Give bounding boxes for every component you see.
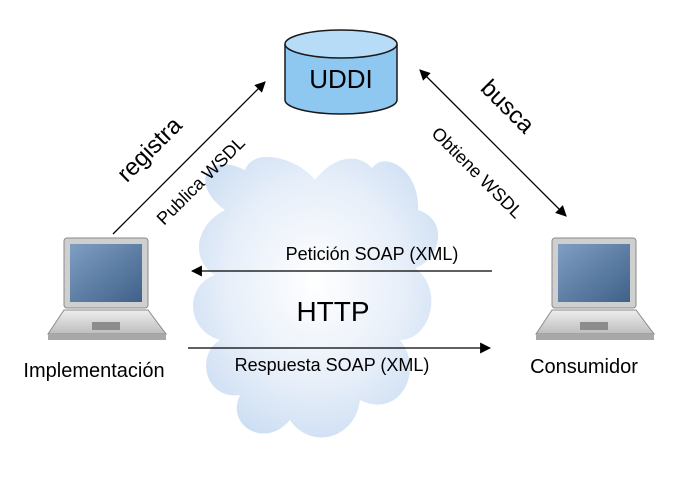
provider-laptop-icon bbox=[47, 237, 167, 340]
find-verb-label: busca bbox=[475, 75, 540, 140]
find-detail-label: Obtiene WSDL bbox=[428, 123, 527, 222]
http-label: HTTP bbox=[296, 296, 369, 327]
uddi-database: UDDI bbox=[284, 29, 398, 115]
provider-label: Implementación bbox=[23, 360, 164, 382]
uddi-label: UDDI bbox=[309, 64, 373, 94]
request-label: Petición SOAP (XML) bbox=[286, 244, 459, 264]
response-label: Respuesta SOAP (XML) bbox=[235, 355, 430, 375]
http-cloud bbox=[193, 156, 439, 438]
consumer-label: Consumidor bbox=[530, 356, 638, 378]
publish-verb-label: registra bbox=[112, 111, 188, 187]
consumer-laptop-icon bbox=[535, 237, 655, 340]
find-arrow bbox=[419, 69, 567, 217]
publish-arrow bbox=[112, 81, 266, 235]
